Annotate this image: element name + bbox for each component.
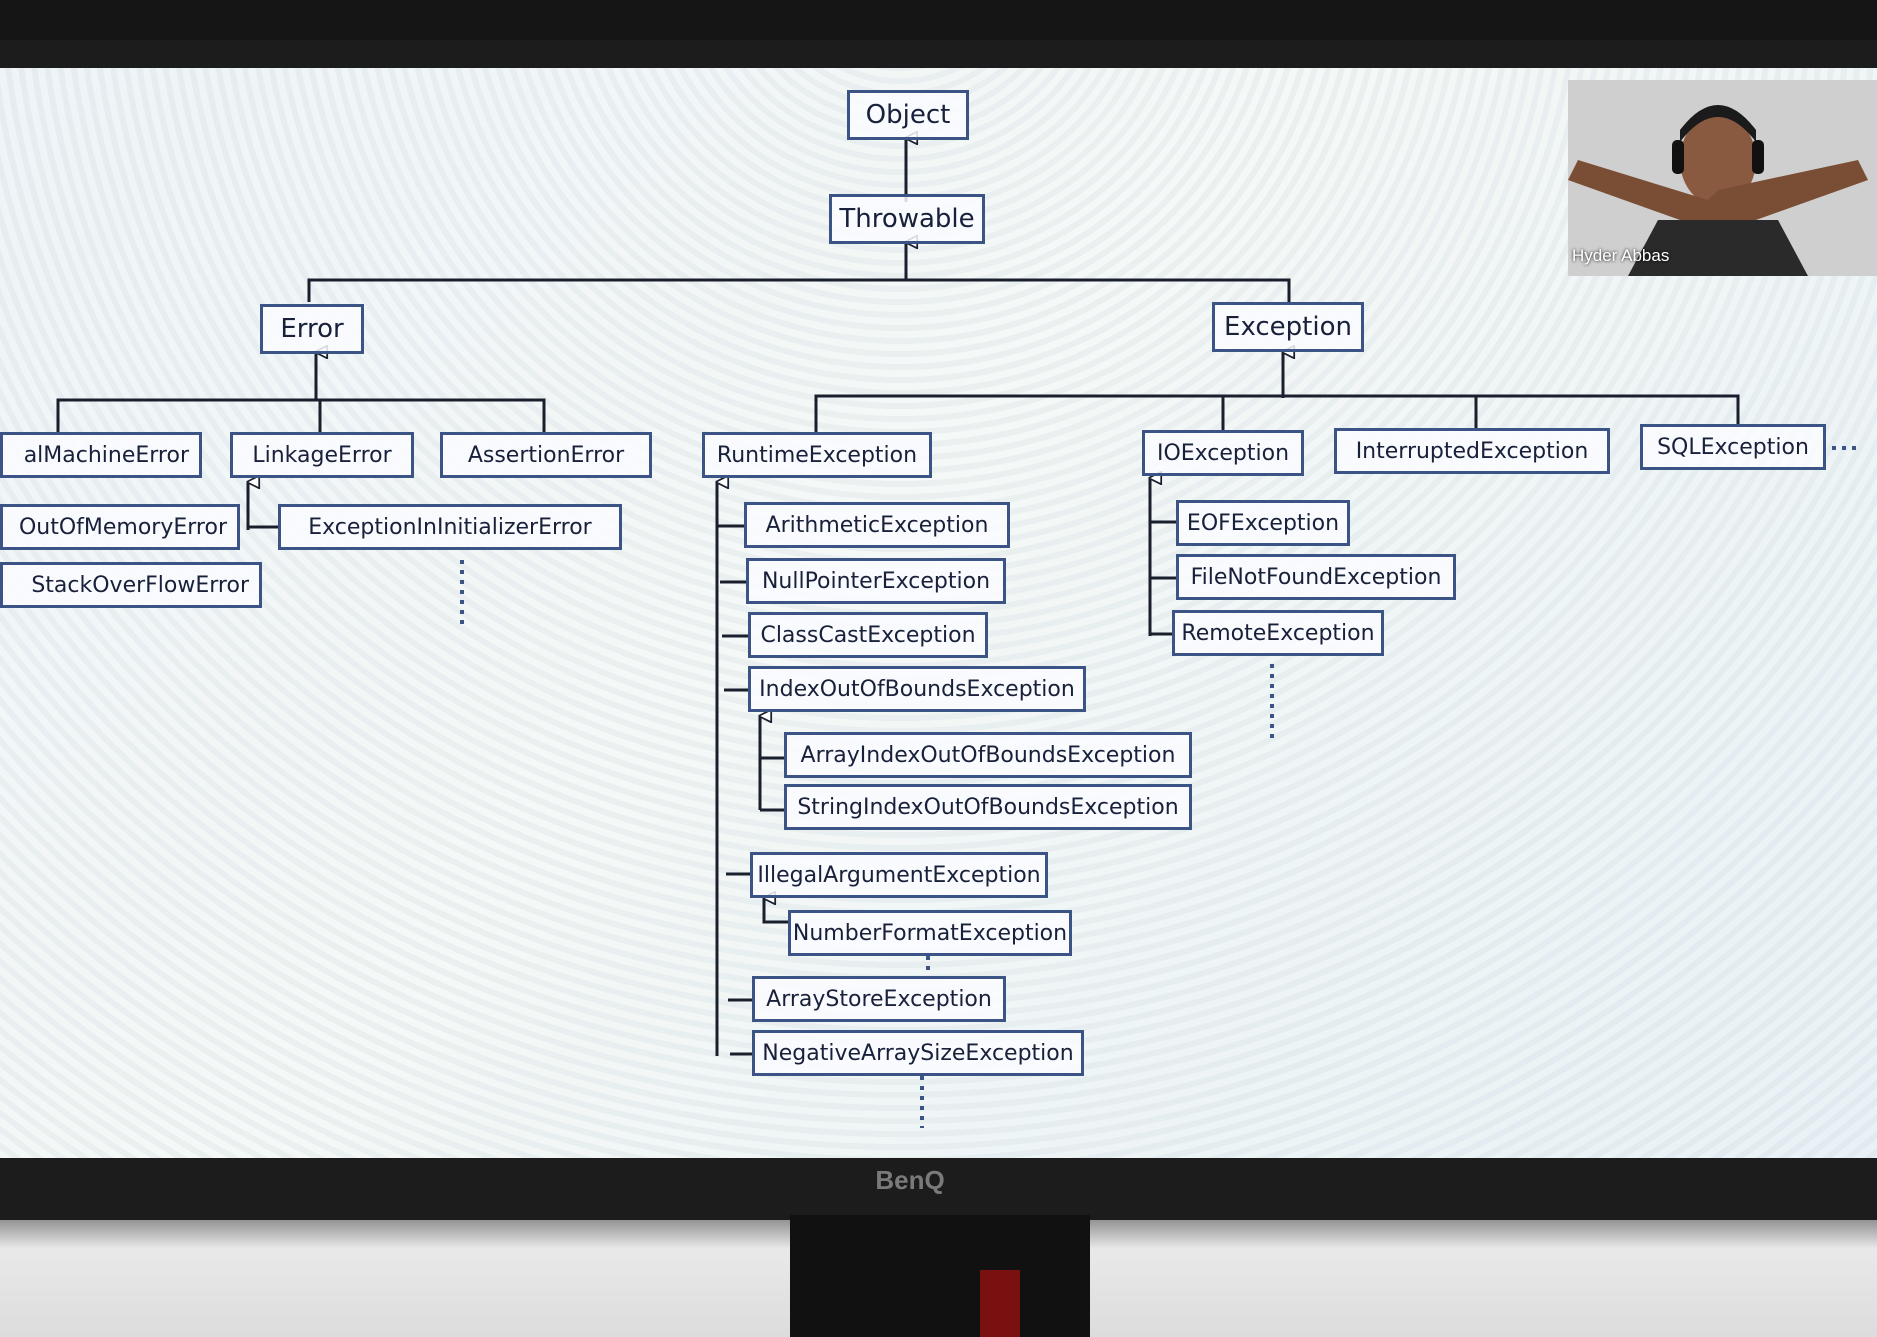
null-pointer-exception-label: NullPointerException — [761, 568, 991, 594]
io-exception-label: IOException — [1156, 440, 1290, 466]
illegal-argument-exception-label: IllegalArgumentException — [757, 862, 1041, 888]
virtual-machine-error-label: alMachineError — [23, 442, 189, 468]
remote-exception-label: RemoteException — [1181, 620, 1375, 646]
string-index-out-of-bounds-exception-label: StringIndexOutOfBoundsException — [797, 794, 1179, 820]
file-not-found-exception-box: FileNotFoundException — [1176, 554, 1456, 600]
array-store-exception-label: ArrayStoreException — [766, 986, 992, 1012]
eof-exception-box: EOFException — [1176, 500, 1350, 546]
negative-array-size-exception-label: NegativeArraySizeException — [762, 1040, 1074, 1066]
assertion-error-box: AssertionError — [440, 432, 652, 478]
throwable-class-box: Throwable — [829, 194, 985, 244]
null-pointer-exception-box: NullPointerException — [746, 558, 1006, 604]
webcam-participant-name: Hyder Abbas — [1572, 246, 1670, 265]
file-not-found-exception-label: FileNotFoundException — [1190, 564, 1442, 590]
stack-overflow-error-label: StackOverFlowError — [31, 572, 249, 598]
linkage-error-label: LinkageError — [252, 442, 392, 468]
sql-exception-box: SQLException — [1640, 424, 1826, 470]
array-index-out-of-bounds-exception-box: ArrayIndexOutOfBoundsException — [784, 732, 1192, 778]
assertion-error-label: AssertionError — [467, 442, 625, 468]
exception-label: Exception — [1224, 312, 1352, 342]
eof-exception-label: EOFException — [1186, 510, 1340, 536]
runtime-exception-box: RuntimeException — [702, 432, 932, 478]
array-store-exception-box: ArrayStoreException — [752, 976, 1006, 1022]
index-out-of-bounds-exception-label: IndexOutOfBoundsException — [759, 676, 1075, 702]
error-label: Error — [280, 314, 344, 344]
monitor-stand — [790, 1215, 1090, 1337]
arithmetic-exception-label: ArithmeticException — [765, 512, 989, 538]
io-exception-box: IOException — [1142, 430, 1304, 476]
exception-in-initializer-error-label: ExceptionInInitializerError — [308, 514, 592, 540]
interrupted-exception-label: InterruptedException — [1355, 438, 1589, 464]
arithmetic-exception-box: ArithmeticException — [744, 502, 1010, 548]
linkage-error-box: LinkageError — [230, 432, 414, 478]
error-class-box: Error — [260, 304, 364, 354]
monitor-stand-accent — [980, 1270, 1020, 1337]
runtime-exception-label: RuntimeException — [716, 442, 918, 468]
stack-overflow-error-box: StackOverFlowError — [0, 562, 262, 608]
string-index-out-of-bounds-exception-box: StringIndexOutOfBoundsException — [784, 784, 1192, 830]
object-label: Object — [865, 100, 951, 130]
throwable-label: Throwable — [839, 204, 975, 234]
exception-class-box: Exception — [1212, 302, 1364, 352]
class-cast-exception-box: ClassCastException — [748, 612, 988, 658]
number-format-exception-label: NumberFormatException — [792, 920, 1068, 946]
remote-exception-box: RemoteException — [1172, 610, 1384, 656]
webcam-thumbnail — [1568, 80, 1877, 276]
webcam-person-image — [1568, 80, 1877, 276]
illegal-argument-exception-box: IllegalArgumentException — [750, 852, 1048, 898]
index-out-of-bounds-exception-box: IndexOutOfBoundsException — [748, 666, 1086, 712]
out-of-memory-error-label: OutOfMemoryError — [18, 514, 227, 540]
monitor-brand-logo: BenQ — [875, 1165, 945, 1195]
virtual-machine-error-box: alMachineError — [0, 432, 202, 478]
number-format-exception-box: NumberFormatException — [788, 910, 1072, 956]
object-class-box: Object — [847, 90, 969, 140]
out-of-memory-error-box: OutOfMemoryError — [0, 504, 240, 550]
exception-in-initializer-error-box: ExceptionInInitializerError — [278, 504, 622, 550]
sql-exception-label: SQLException — [1657, 434, 1809, 460]
array-index-out-of-bounds-exception-label: ArrayIndexOutOfBoundsException — [800, 742, 1176, 768]
interrupted-exception-box: InterruptedException — [1334, 428, 1610, 474]
negative-array-size-exception-box: NegativeArraySizeException — [752, 1030, 1084, 1076]
class-cast-exception-label: ClassCastException — [760, 622, 976, 648]
